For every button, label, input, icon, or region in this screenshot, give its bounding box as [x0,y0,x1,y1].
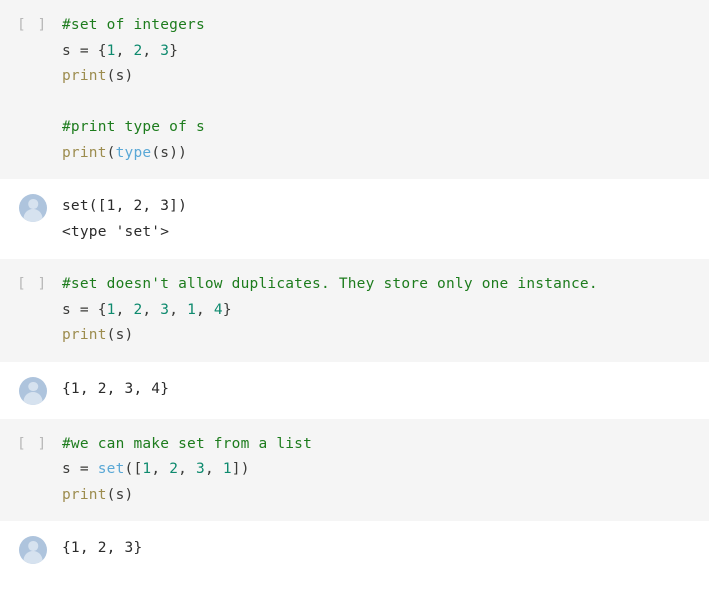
code-token-plain: , [151,461,170,477]
code-token-comment: #set doesn't allow duplicates. They stor… [62,276,598,292]
code-token-plain: , [169,301,188,318]
code-line: #print type of s [62,115,709,141]
avatar-head-shape [28,199,38,209]
run-cell-prompt[interactable]: [ ] [17,17,48,33]
code-token-plain: ( [106,144,116,161]
user-avatar-icon [19,194,47,222]
user-avatar-icon [19,376,47,405]
output-cell: {1, 2, 3, 4} [0,364,713,416]
code-token-plain: s = [62,42,98,59]
code-token-number: 1 [106,42,116,59]
avatar-body-shape [23,391,43,405]
run-cell-prompt[interactable]: [ ] [17,435,48,452]
code-token-plain: , [204,461,223,477]
code-token-plain: s = [62,301,98,318]
code-token-plain: (s) [106,68,134,84]
code-token-function: print [62,327,107,343]
run-cell-prompt[interactable]: [ ] [17,276,48,292]
code-line: print(s) [62,323,709,349]
output-text-area: set([1, 2, 3]) <type 'set'> [62,193,713,245]
code-line: s = {1, 2, 3} [62,39,709,65]
output-line: {1, 2, 3} [62,540,143,556]
code-token-plain: , [115,42,134,59]
code-token-plain: , [196,301,214,318]
code-line: #set of integers [62,13,709,39]
code-token-function: print [62,144,107,161]
code-token-plain: ([ [124,461,143,477]
output-cell: {1, 2, 3} [0,524,713,575]
code-line: #we can make set from a list [62,432,709,458]
cell-spacer [0,521,713,524]
code-token-plain: (s) [106,327,134,343]
code-token-plain: } [169,42,179,59]
code-token-number: 1 [222,461,232,477]
cell-spacer [0,415,713,419]
code-token-number: 1 [106,301,116,318]
code-line: print(s) [62,64,709,90]
code-token-number: 2 [133,42,143,59]
code-token-comment: #we can make set from a list [62,435,313,452]
output-line: set([1, 2, 3]) [62,198,188,214]
code-token-function: print [62,68,107,84]
output-text-area: {1, 2, 3} [62,535,713,562]
avatar-body-shape [23,209,43,222]
output-text-area: {1, 2, 3, 4} [62,376,713,403]
code-token-function: print [62,486,107,503]
code-line: print(type(s)) [62,141,709,167]
code-cell[interactable]: [ ] #set doesn't allow duplicates. They s… [0,259,709,362]
code-token-comment: #print type of s [62,119,205,135]
output-line: {1, 2, 3, 4} [62,380,170,397]
code-token-number: 1 [187,301,197,318]
code-token-number: 1 [142,461,152,477]
code-cell[interactable]: [ ] #we can make set from a list s = set([… [0,418,709,521]
code-token-number: 3 [196,461,205,477]
code-editor-area[interactable]: #we can make set from a list s = set([1, … [62,432,709,509]
code-token-plain: (s)) [151,144,188,161]
avatar-head-shape [28,381,38,391]
code-token-plain: { [97,301,107,318]
code-token-plain: s = [62,461,98,477]
code-token-plain: (s) [106,486,134,503]
code-line: s = set([1, 2, 3, 1]) [62,457,709,483]
avatar-body-shape [23,551,43,564]
cell-spacer [0,179,713,182]
code-token-comment: #set of integers [62,17,205,33]
output-avatar-gutter [0,535,62,564]
cell-spacer [0,361,713,365]
output-line: <type 'set'> [62,223,170,240]
code-token-number: 3 [160,42,170,59]
code-line-blank [62,90,709,116]
code-token-builtin: set [97,461,125,477]
avatar-head-shape [28,541,38,551]
code-token-plain: , [142,301,161,318]
code-editor-area[interactable]: #set doesn't allow duplicates. They stor… [62,272,709,349]
output-avatar-gutter [0,193,62,222]
code-token-plain: { [97,42,107,59]
code-token-number: 2 [169,461,179,477]
code-token-builtin: type [115,144,152,161]
code-line: s = {1, 2, 3, 1, 4} [62,298,709,324]
code-token-number: 2 [133,301,143,318]
code-token-number: 3 [160,301,170,318]
code-token-plain: ]) [231,461,250,477]
cell-spacer [0,256,713,259]
code-token-number: 4 [213,301,223,318]
code-token-plain: , [142,42,161,59]
user-avatar-icon [19,536,47,564]
code-token-plain: , [178,461,197,477]
code-token-plain: , [115,301,134,318]
code-line: #set doesn't allow duplicates. They stor… [62,272,709,298]
code-token-plain: } [222,301,232,318]
output-avatar-gutter [0,376,62,405]
output-cell: set([1, 2, 3]) <type 'set'> [0,182,713,256]
code-line: print(s) [62,483,709,509]
